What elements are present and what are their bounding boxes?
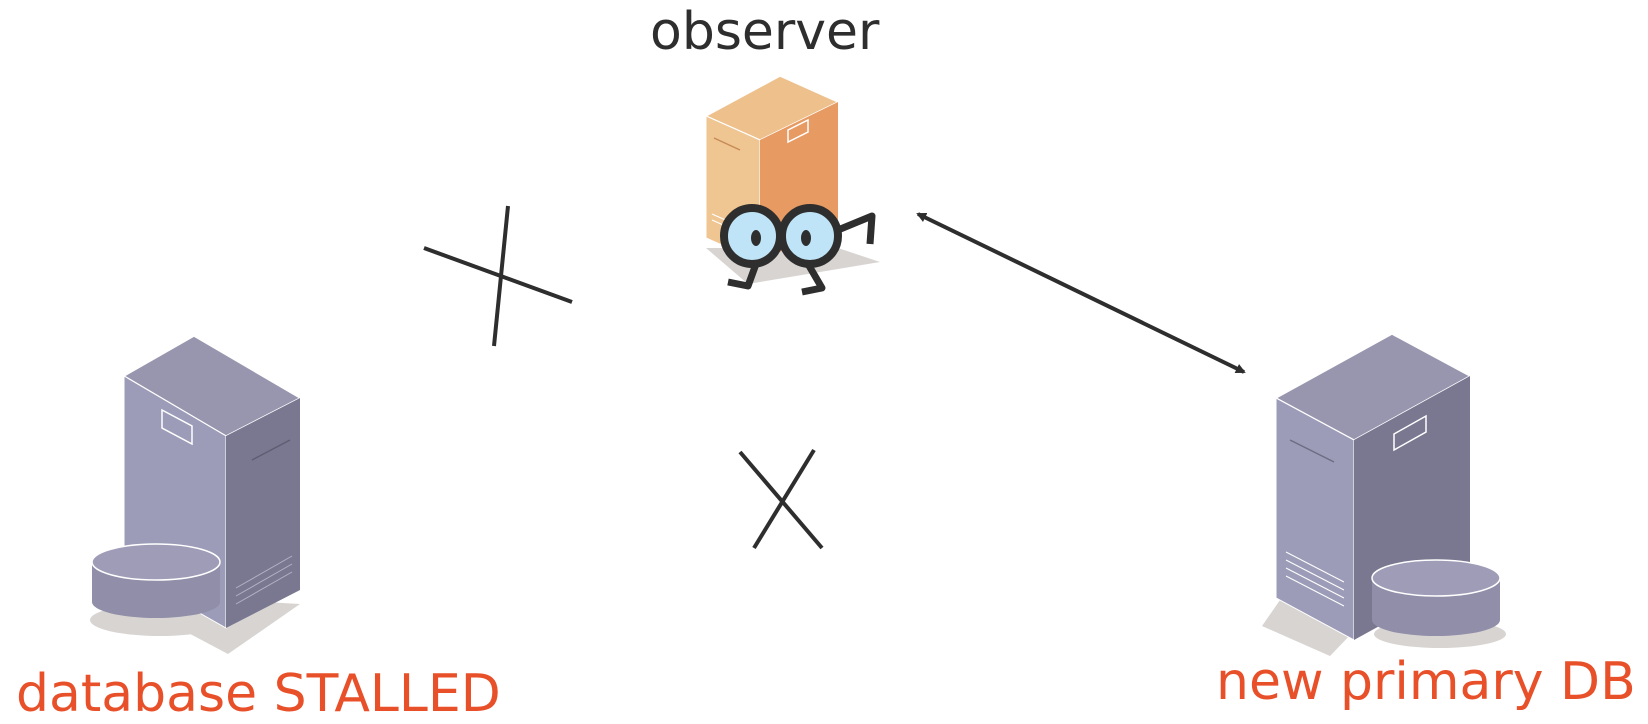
observer-label: observer <box>650 2 880 62</box>
observer-server-with-eyes-icon <box>704 75 880 296</box>
new-primary-database-label: new primary DB <box>1216 652 1636 712</box>
cross-mark-icon <box>423 205 573 347</box>
double-arrow-icon <box>916 212 1246 374</box>
cross-mark-icon <box>738 448 824 550</box>
stalled-database-label: database STALLED <box>16 664 501 724</box>
database-server-icon <box>90 335 302 654</box>
database-server-icon <box>1262 333 1506 656</box>
